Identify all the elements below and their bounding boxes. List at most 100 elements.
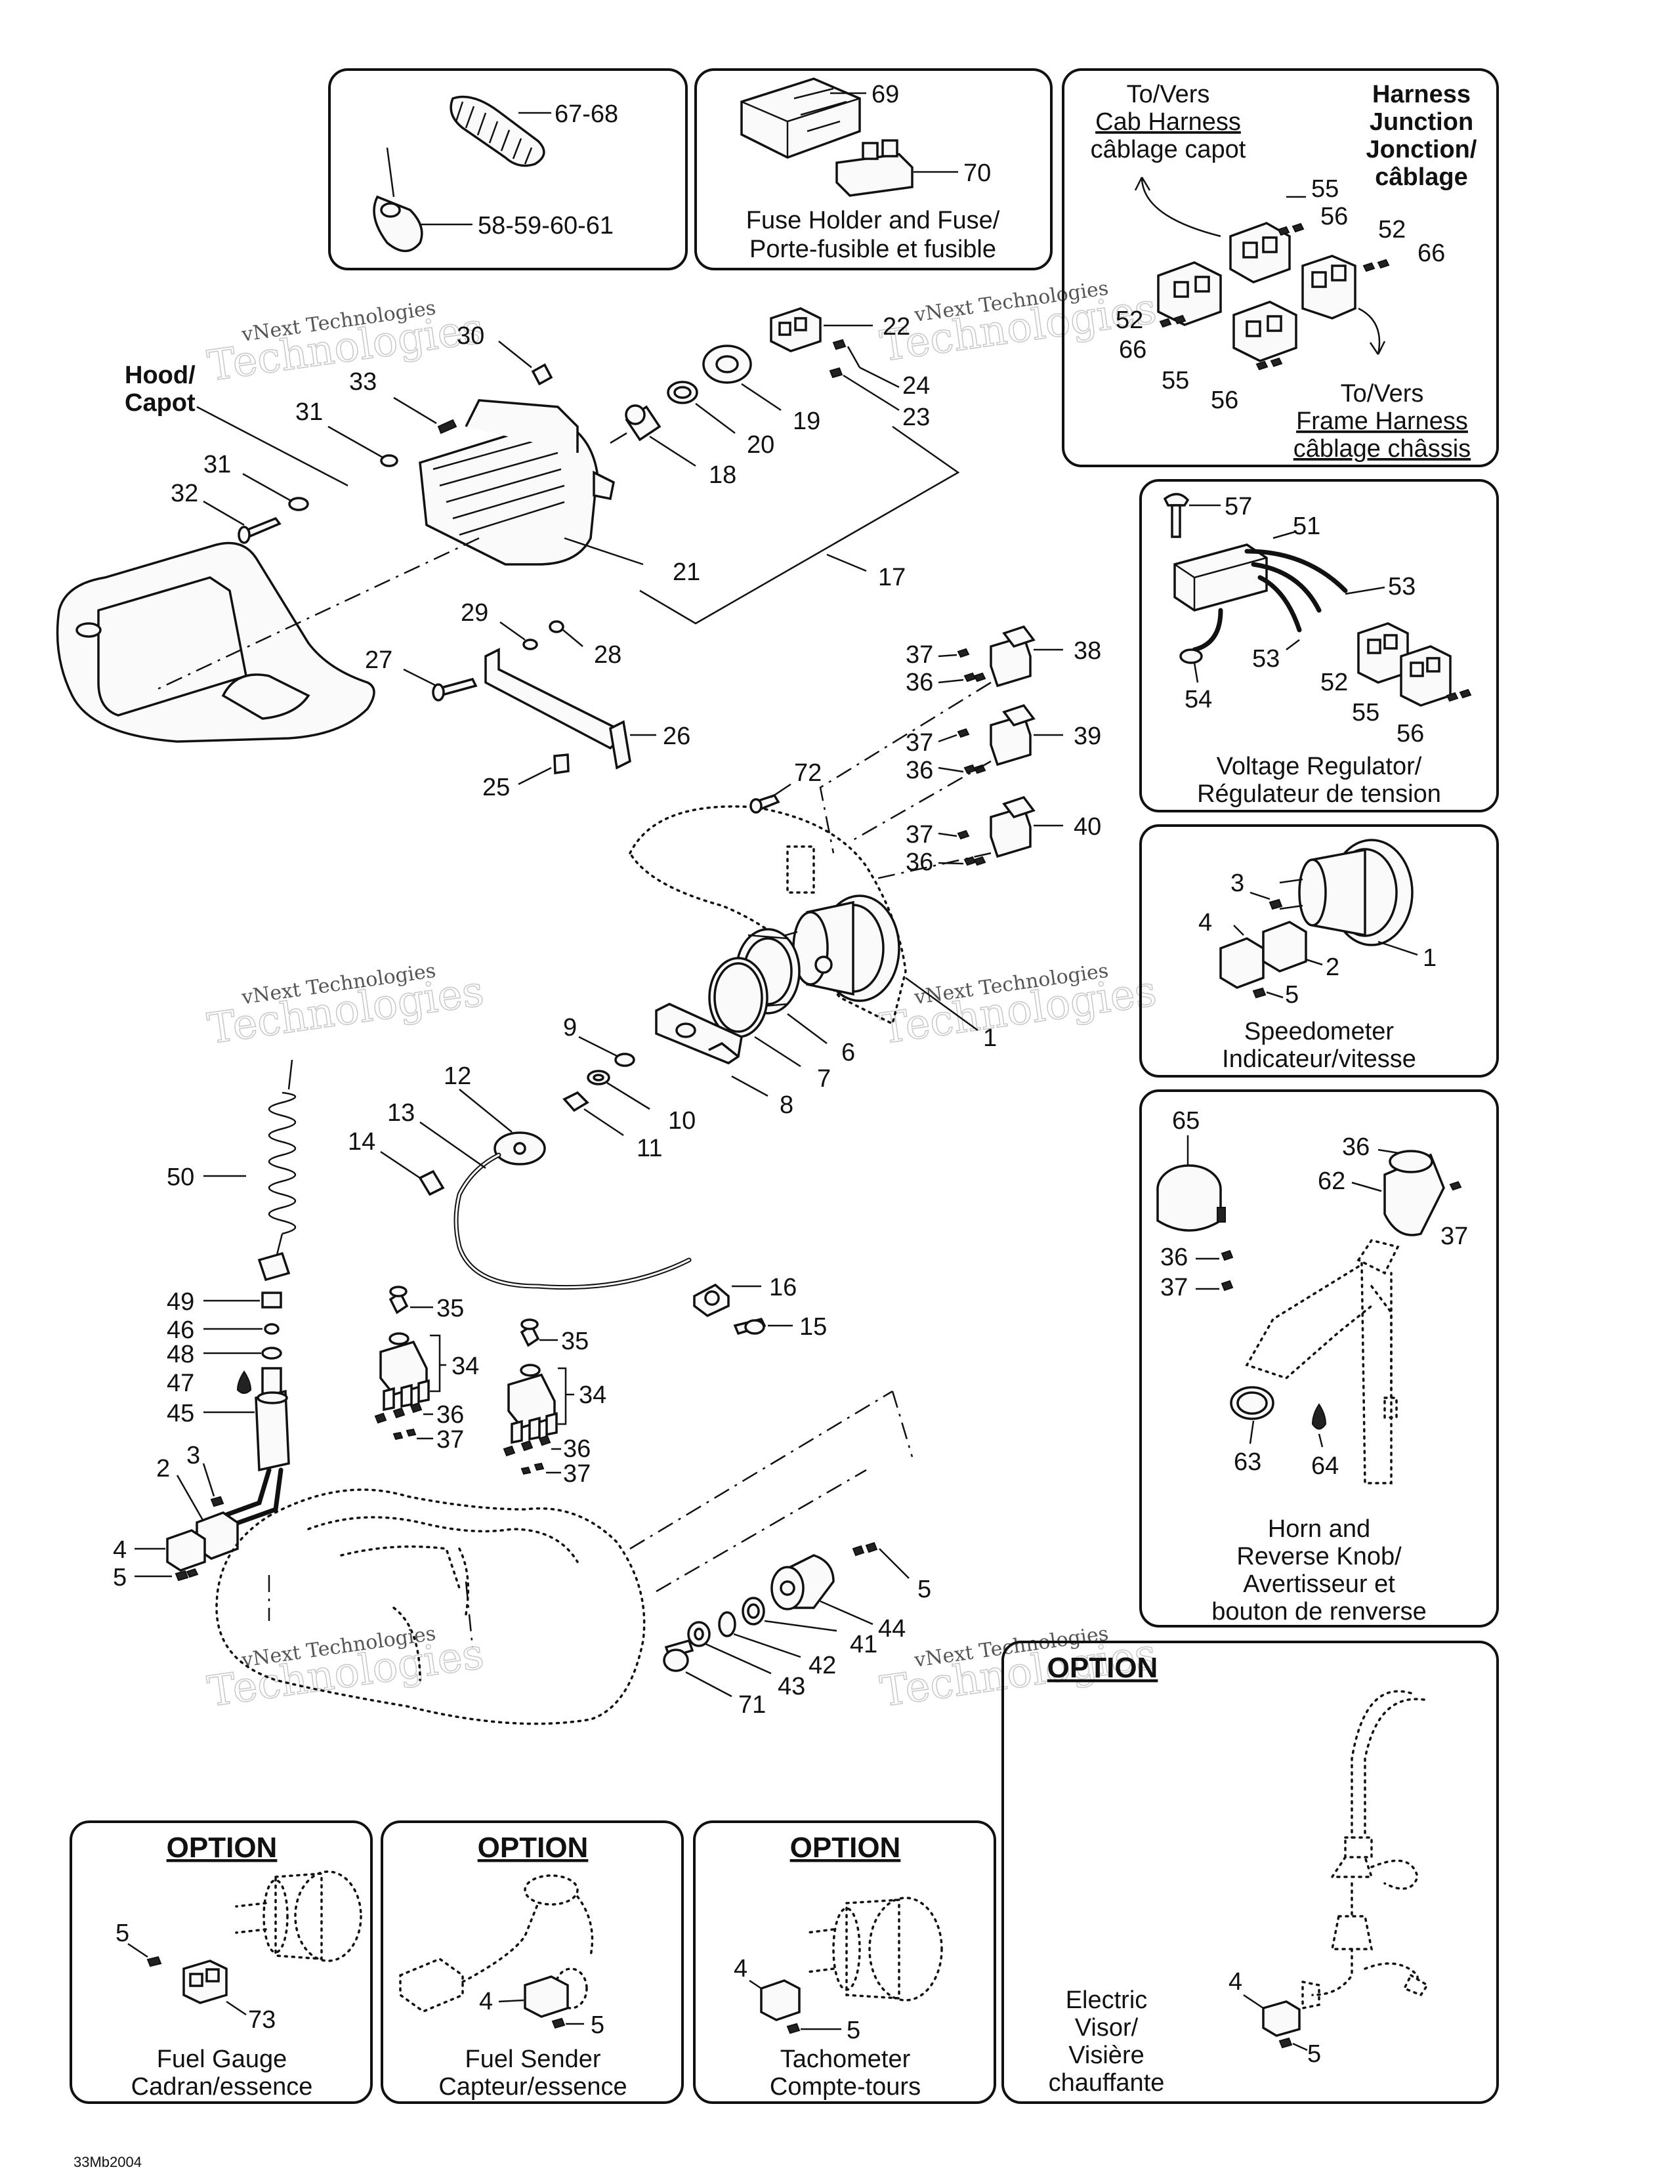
callout-label: 22 [883,313,910,341]
callout-label: 6 [841,1039,855,1066]
callout-label: 21 [673,558,700,586]
to-frame-line-2: Frame Harness [1296,408,1468,435]
hood-label-2: Capot [125,389,196,417]
panel-title: Junction [1370,108,1473,136]
callout-label: 36 [436,1401,464,1429]
callout-label: 10 [668,1107,696,1135]
panel-caption: chauffante [1049,2069,1165,2097]
washer-icon [587,1070,610,1085]
callout-label: 39 [1074,723,1101,750]
nut-icon [742,1597,765,1626]
to-frame-line-3: câblage châssis [1293,435,1471,463]
callout-label: 56 [1320,203,1348,230]
reverse-knob-icon [1383,1150,1445,1236]
toggle-switch-icon [374,1286,430,1440]
callout-label: 54 [1185,686,1212,713]
grommet-icon [553,753,570,775]
panel-frame [693,1820,996,2104]
callout-label: 73 [248,2006,276,2034]
panel-caption: Fuse Holder and Fuse/ [746,207,1000,234]
callout-label: 51 [1293,513,1320,540]
panel-frame [70,1820,373,2104]
handlebar-icon [1245,1239,1400,1484]
callout-label: 37 [436,1426,464,1454]
voltage-regulator-icon [1173,543,1268,612]
panel-fuel-sender: OPTION 4 5 Fuel Sender Capteur/essence [381,1820,684,2104]
console-housing [215,1488,646,1725]
fuse-holder-icon [740,77,861,159]
callout-label: 63 [1234,1448,1261,1476]
callout-label: 15 [799,1313,827,1341]
callout-label: 56 [1211,387,1238,414]
screw-icon [437,419,457,434]
cable-tie-icon [373,147,423,253]
bracket-icon [655,1003,743,1064]
callout-label: 72 [794,759,822,787]
callout-label: 37 [906,821,933,849]
callout-label: 17 [878,564,906,591]
panel-clamps: 67-68 58-59-60-61 [328,68,688,270]
panel-voltage-regulator: 57 51 53 53 54 52 55 56 Voltage Regulato… [1139,479,1499,812]
panel-caption: Reverse Knob/ [1236,1543,1402,1570]
callout-label: 29 [461,599,488,627]
callout-label: 4 [479,1988,493,2015]
callout-label: 14 [348,1128,375,1156]
callout-label: 37 [906,729,933,757]
panel-tachometer: OPTION 4 5 Tachometer Compte-tours [693,1820,996,2104]
callout-label: 40 [1074,813,1101,841]
panel-frame [1139,824,1499,1078]
callout-label: 55 [1352,699,1379,726]
callout-label: 43 [778,1673,805,1700]
panel-frame [381,1820,684,2104]
ring-icon [667,381,698,404]
connector-icon [1262,2000,1301,2037]
to-frame-line-1: To/Vers [1341,380,1424,408]
bulb-icon [610,404,662,444]
panel-caption: Visor/ [1075,2014,1139,2042]
corrugated-tube-icon [450,95,545,167]
callout-label: 62 [1318,1167,1345,1195]
sensor-icon [494,1131,546,1166]
callout-label: 1 [1423,944,1437,972]
callout-label: 35 [561,1328,589,1355]
callout-label: 18 [709,461,736,489]
nut-icon [549,620,564,633]
washer-icon [380,454,398,467]
panel-frame [1062,68,1499,467]
toggle-switch-icon [503,1318,558,1475]
callout-label: 66 [1119,336,1146,364]
callout-label: 2 [156,1455,170,1482]
callout-label: 36 [906,849,933,876]
grommet-icon [687,1621,711,1647]
callout-label: 5 [917,1576,931,1603]
callout-label: 70 [963,159,991,187]
to-cab-line-3: câblage capot [1091,136,1246,163]
callout-label: 5 [1307,2040,1321,2068]
connector-icon [166,1511,239,1572]
panel-fuel-gauge: OPTION 5 73 Fuel Gauge Cadran/essence [70,1820,373,2104]
washer-icon [522,639,538,650]
callout-label: 2 [1326,954,1339,981]
panel-frame [1139,1089,1499,1628]
screw-icon [432,677,478,702]
panel-caption: Indicateur/vitesse [1222,1045,1416,1073]
connector-icon [1219,921,1307,989]
callout-label: 66 [1418,240,1445,267]
panel-harness-junction: To/Vers Cab Harness câblage capot Harnes… [1062,68,1499,467]
seal-ring-icon [708,957,768,1038]
ignition-switch-icon [770,1542,878,1610]
callout-label: 49 [167,1288,194,1316]
callout-label: 55 [1162,367,1189,394]
callout-label: 23 [902,404,930,431]
main-exploded-view: Hood/ Capot 30 33 31 31 32 [56,307,1101,1725]
gauge-icon [235,1870,362,1962]
fuse-icon [835,139,914,197]
coil-cable-icon [268,1059,297,1261]
connector-icon [182,1960,228,2004]
callout-label: 3 [1230,870,1244,897]
panel-caption: Cadran/essence [131,2073,313,2101]
callout-label: 44 [878,1615,906,1643]
panel-caption: Tachometer [780,2046,911,2073]
connector-icon [770,307,822,352]
callout-label: 37 [1160,1274,1188,1301]
